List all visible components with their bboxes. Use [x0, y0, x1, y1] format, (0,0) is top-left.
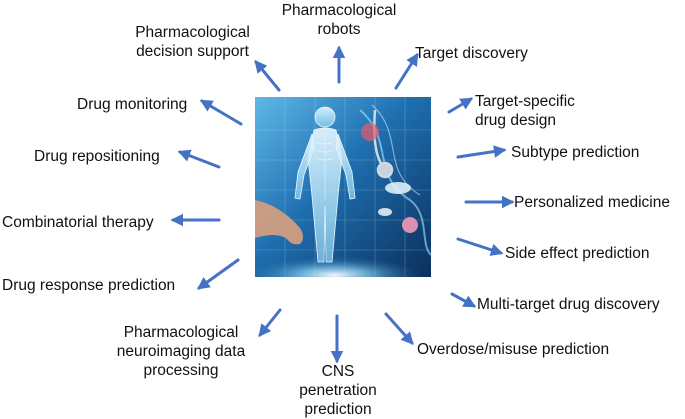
- arrow-overdose: [384, 312, 414, 345]
- label-overdose-misuse-prediction: Overdose/misuse prediction: [417, 341, 610, 358]
- label-drug-monitoring: Drug monitoring: [77, 96, 188, 113]
- center-image: [255, 97, 432, 277]
- label-drug-response-prediction: Drug response prediction: [2, 277, 176, 294]
- hand-icon: [255, 200, 303, 245]
- label-combinatorial-therapy: Combinatorial therapy: [2, 214, 154, 231]
- arrow-drug-repositioning: [177, 149, 221, 169]
- label-pharmacological-neuroimaging-data-processing: Pharmacological neuroimaging data proces…: [116, 324, 246, 379]
- arrow-subtype-prediction: [456, 145, 507, 159]
- arrow-neuroimaging: [258, 308, 282, 337]
- label-side-effect-prediction: Side effect prediction: [505, 245, 650, 262]
- label-multi-target-drug-discovery: Multi-target drug discovery: [477, 296, 660, 313]
- label-cns-penetration-prediction: CNS penetration prediction: [299, 363, 377, 418]
- arrow-target-specific: [447, 97, 474, 114]
- heart-icon: [361, 123, 379, 141]
- label-drug-repositioning: Drug repositioning: [34, 148, 160, 165]
- arrow-pharm-decision: [254, 60, 281, 92]
- arrow-multi-target: [450, 292, 477, 308]
- pills-icon: [378, 182, 418, 233]
- stethoscope-icon: [373, 109, 394, 179]
- label-target-specific-drug-design: Target-specific drug design: [475, 93, 575, 129]
- diagram-canvas: [170, 45, 515, 364]
- label-subtype-prediction: Subtype prediction: [511, 144, 640, 161]
- label-pharmacological-decision-support: Pharmacological decision support: [135, 24, 250, 60]
- arrow-target-discovery: [394, 52, 419, 90]
- arrow-drug-response: [196, 258, 240, 290]
- label-personalized-medicine: Personalized medicine: [514, 194, 670, 211]
- arrow-drug-monitoring: [199, 99, 243, 126]
- arrow-side-effect: [456, 237, 504, 256]
- arrows: [170, 45, 515, 364]
- label-pharmacological-robots: Pharmacological robots: [281, 2, 397, 38]
- label-target-discovery: Target discovery: [415, 45, 528, 62]
